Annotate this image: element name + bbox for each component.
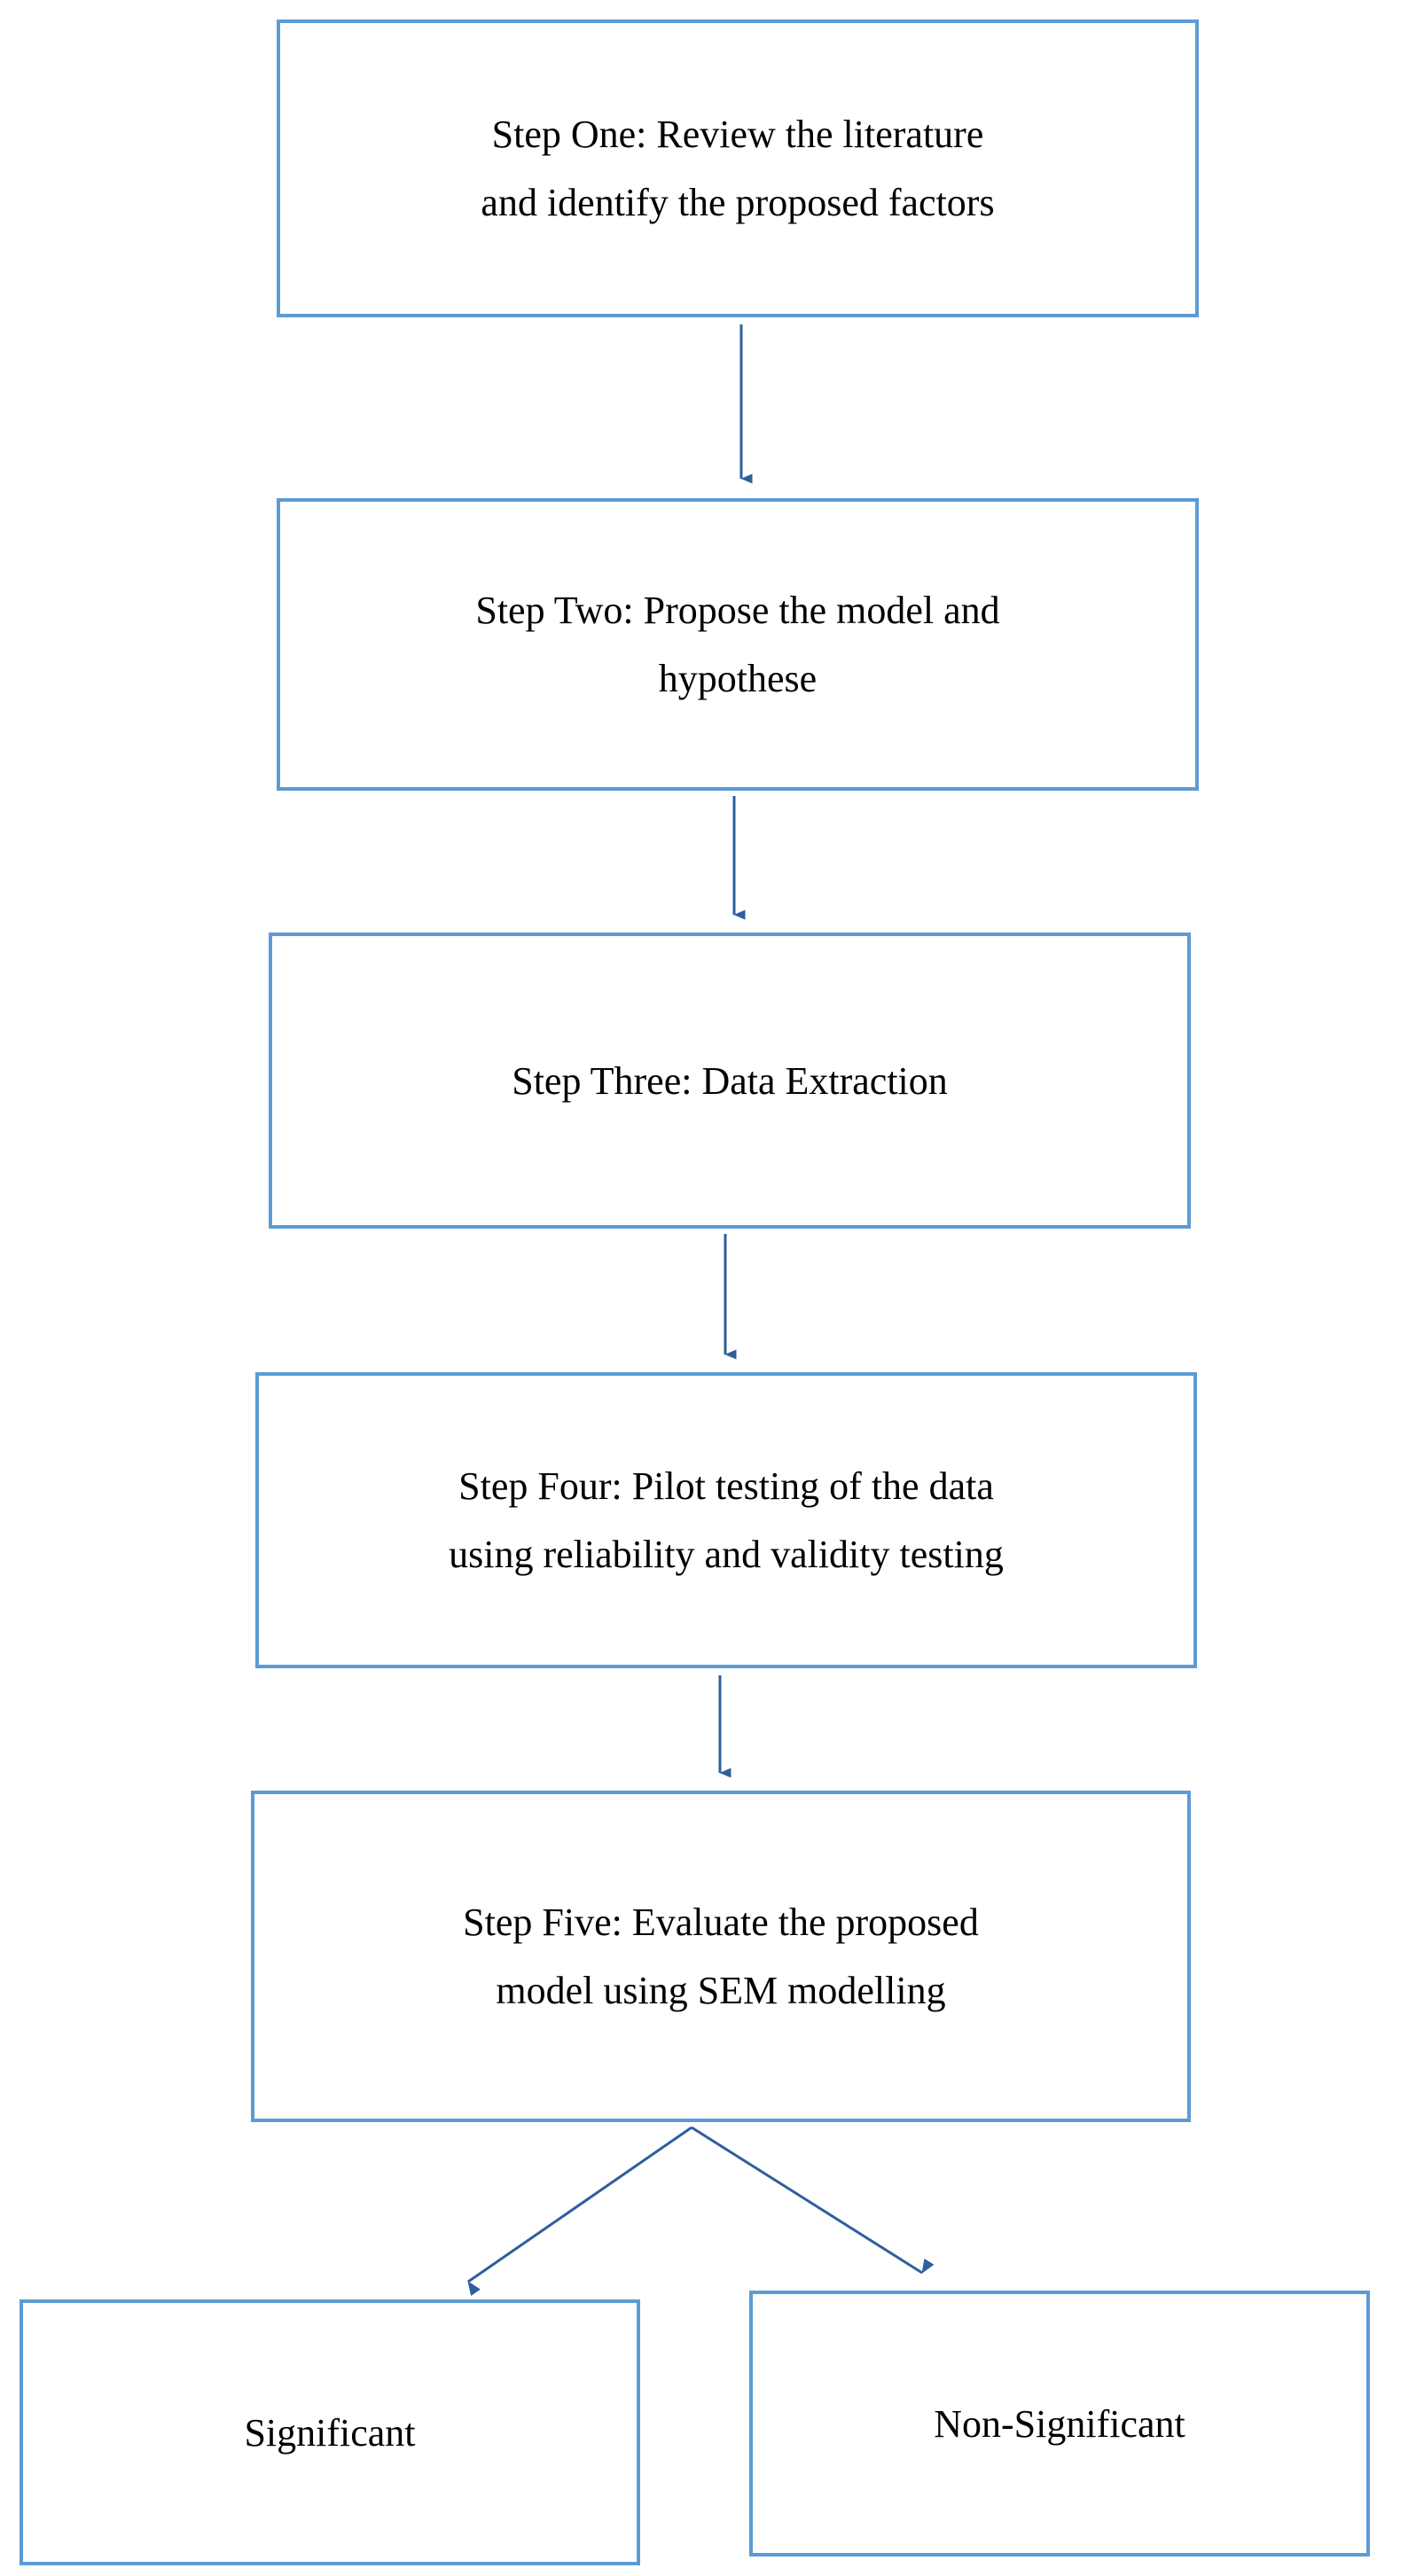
flow-node-step-three-line-1: Step Three: Data Extraction (512, 1058, 948, 1103)
arrow-five-to-non-significant (691, 2126, 935, 2275)
flow-node-step-five[interactable]: Step Five: Evaluate the proposed model u… (251, 1791, 1191, 2122)
flow-node-step-five-line-1: Step Five: Evaluate the proposed (463, 1901, 979, 1944)
flow-node-step-two-line-1: Step Two: Propose the model and (475, 589, 1000, 632)
flow-node-step-three[interactable]: Step Three: Data Extraction (269, 933, 1191, 1229)
flow-node-step-four-line-1: Step Four: Pilot testing of the data (458, 1464, 994, 1508)
flow-node-step-one-line-1: Step One: Review the literature (491, 113, 984, 156)
flow-node-significant-line-1: Significant (244, 2410, 416, 2455)
arrow-five-to-significant (467, 2126, 692, 2297)
flow-node-step-two-line-2: hypothese (658, 657, 818, 700)
flow-node-step-two[interactable]: Step Two: Propose the model and hypothes… (277, 498, 1199, 791)
flow-node-step-one[interactable]: Step One: Review the literature and iden… (277, 20, 1199, 317)
flow-node-step-four-line-2: using reliability and validity testing (449, 1533, 1004, 1576)
flow-node-step-one-line-2: and identify the proposed factors (481, 181, 995, 224)
flow-node-step-five-line-2: model using SEM modelling (496, 1969, 946, 2012)
flow-node-significant[interactable]: Significant (20, 2299, 640, 2565)
flow-node-non-significant-line-1: Non-Significant (934, 2401, 1185, 2446)
flow-node-step-four[interactable]: Step Four: Pilot testing of the data usi… (255, 1372, 1197, 1668)
flow-node-non-significant[interactable]: Non-Significant (749, 2291, 1370, 2556)
